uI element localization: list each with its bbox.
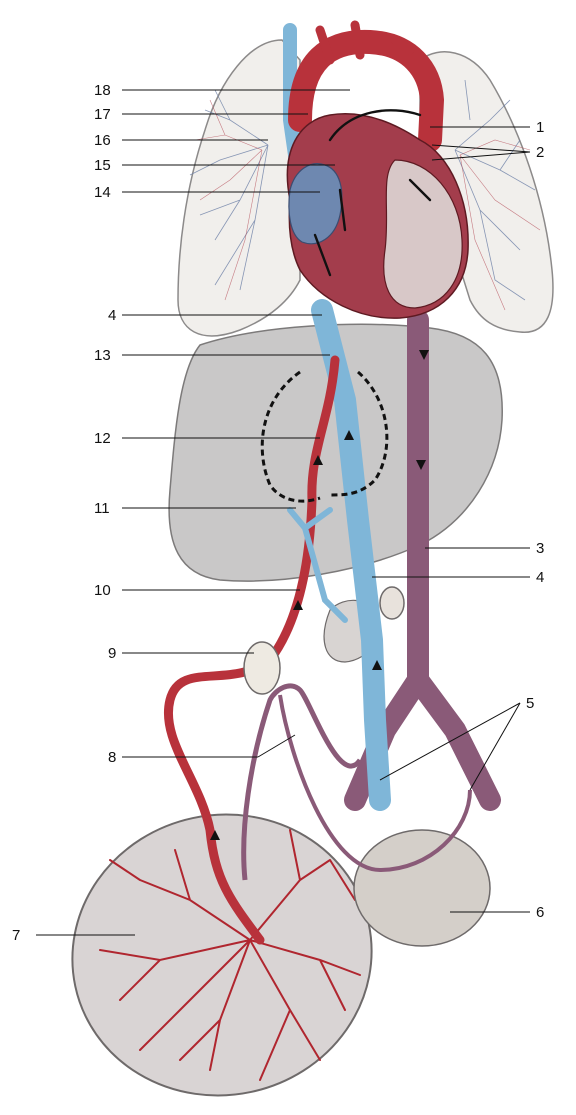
label-4-upper: 4: [108, 307, 116, 324]
renal-vessel-stump: [380, 587, 404, 619]
label-13: 13: [94, 347, 111, 364]
label-12: 12: [94, 430, 111, 447]
label-11: 11: [94, 500, 110, 517]
umbilical-ring: [244, 642, 280, 694]
label-15: 15: [94, 157, 111, 174]
label-14: 14: [94, 184, 111, 201]
label-5: 5: [526, 695, 534, 712]
right-lung: [178, 40, 300, 336]
label-16: 16: [94, 132, 111, 149]
label-18: 18: [94, 82, 111, 99]
label-9: 9: [108, 645, 116, 662]
label-6: 6: [536, 904, 544, 921]
placenta: [46, 787, 398, 1115]
label-1: 1: [536, 119, 544, 136]
label-10: 10: [94, 582, 111, 599]
label-2: 2: [536, 144, 544, 161]
label-3: 3: [536, 540, 544, 557]
bladder: [354, 830, 490, 946]
label-7: 7: [12, 927, 20, 944]
label-17: 17: [94, 106, 111, 123]
label-8: 8: [108, 749, 116, 766]
label-4-lower: 4: [536, 569, 544, 586]
